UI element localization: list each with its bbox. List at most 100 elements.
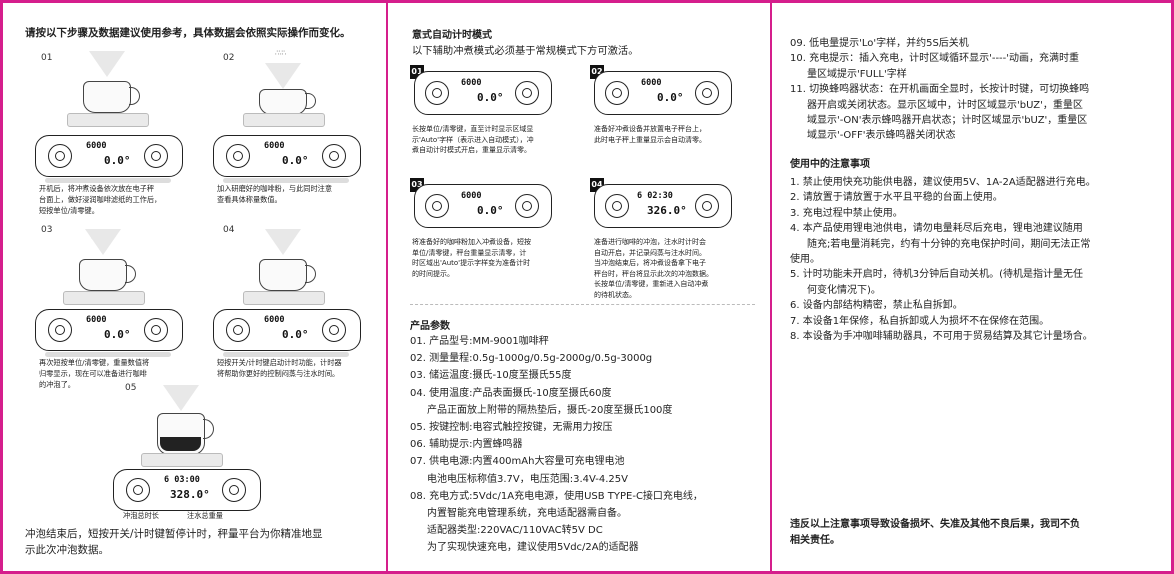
coffee-grounds-icon: ∴∵∴ <box>275 49 286 57</box>
power-timer-button-icon <box>695 194 719 218</box>
display-timer: 6000 <box>86 141 107 151</box>
device-shadow <box>223 352 349 357</box>
display-timer: 6000 <box>461 78 482 88</box>
unit-tare-button-icon <box>126 478 150 502</box>
display-weight: 0.0° <box>104 328 131 341</box>
spec-item-cont: 适配器类型:220VAC/110VAC转5V DC <box>427 525 603 537</box>
unit-tare-button-icon <box>226 144 250 168</box>
disclaimer: 违反以上注意事项导致设备损坏、失准及其他不良后果，我司不负 相关责任。 <box>790 519 1080 546</box>
step-caption: 短按开关/计时键启动计时功能，计时器 将帮助你更好的控制闷蒸与注水时间。 <box>217 358 342 378</box>
brewed-coffee-icon <box>160 437 201 451</box>
step-number: 03 <box>41 225 53 235</box>
scale-platform-icon <box>243 113 325 127</box>
step-caption: 加入研磨好的咖啡粉，与此同时注意 查看具体称量数值。 <box>217 184 333 204</box>
display-timer: 6 02:30 <box>637 191 673 201</box>
server-handle-icon <box>125 265 136 283</box>
unit-tare-button-icon <box>48 144 72 168</box>
display-weight: 0.0° <box>657 91 684 104</box>
spec-item: 06. 辅助提示:内置蜂鸣器 <box>410 439 523 451</box>
unit-tare-button-icon <box>605 194 629 218</box>
server-icon <box>79 259 127 291</box>
spec-item: 08. 充电方式:5Vdc/1A充电电源，使用USB TYPE-C接口充电线， <box>410 490 703 502</box>
mode-caption: 长按单位/清零键，直至计时显示区域显 示'Auto'字样（表示进入自动模式），冲… <box>412 125 534 154</box>
server-handle-icon <box>203 419 214 439</box>
server-icon <box>83 81 131 113</box>
scale-device: 6000 0.0° <box>35 309 183 351</box>
note-item: 7. 本设备1年保修，私自拆卸或人为损坏不在保修在范围。 <box>790 315 1050 327</box>
scale-device: 6000 0.0° <box>213 309 361 351</box>
spec-item-cont: 产品正面放上附带的隔热垫后，摄氏-20度至摄氏100度 <box>427 404 673 416</box>
note-item: 使用。 <box>790 254 820 266</box>
note-item: 5. 计时功能未开启时，待机3分钟后自动关机。(待机是指计量无任 <box>790 269 1083 281</box>
scale-platform-icon <box>243 291 325 305</box>
steps-title: 请按以下步骤及数据建议使用参考，具体数据会依照实际操作而变化。 <box>25 27 351 39</box>
border-top <box>0 0 1174 3</box>
scale-device: 6 02:30 326.0° <box>594 184 732 228</box>
power-timer-button-icon <box>515 81 539 105</box>
spec-item: 04. 使用温度:产品表面摄氏-10度至摄氏60度 <box>410 387 612 399</box>
note-item: 8. 本设备为手冲咖啡辅助器具，不可用于贸易结算及其它计量场合。 <box>790 331 1093 343</box>
unit-tare-button-icon <box>425 81 449 105</box>
server-handle-icon <box>305 93 316 109</box>
display-weight: 0.0° <box>477 91 504 104</box>
power-timer-button-icon <box>222 478 246 502</box>
display-weight: 0.0° <box>282 328 309 341</box>
dripper-icon <box>163 385 199 411</box>
device-shadow <box>45 352 171 357</box>
note-item-cont: 随充;若电量消耗完，约有十分钟的充电保护时间，期间无法正常 <box>807 238 1091 250</box>
dripper-icon <box>89 51 125 77</box>
spec-item: 10. 充电提示：插入充电，计时区域循环显示'----'动画，充满时重 <box>790 53 1080 65</box>
dripper-icon <box>265 229 301 255</box>
power-timer-button-icon <box>144 318 168 342</box>
panel-steps: 请按以下步骤及数据建议使用参考，具体数据会依照实际操作而变化。 01 6000 … <box>3 3 386 571</box>
step-number: 04 <box>223 225 235 235</box>
spec-item-cont: 域显示'-OFF'表示蜂鸣器关闭状态 <box>807 130 956 142</box>
label-total-time: 冲泡总时长 <box>123 511 159 520</box>
step-number: 02 <box>223 53 235 63</box>
specs-title: 产品参数 <box>410 321 450 332</box>
spec-item-cont: 量区域提示'FULL'字样 <box>807 68 907 80</box>
auto-mode-subtitle: 以下辅助冲煮模式必须基于常规模式下方可激活。 <box>412 45 639 57</box>
scale-device: 6000 0.0° <box>414 184 552 228</box>
spec-item: 07. 供电电源:内置400mAh大容量可充电锂电池 <box>410 456 625 468</box>
server-handle-icon <box>305 265 316 283</box>
spec-item-cont: 域显示'-ON'表示蜂鸣器开启状态；计时区域显示'bUZ'，重量区 <box>807 115 1088 127</box>
device-shadow <box>45 178 171 183</box>
display-timer: 6000 <box>86 315 107 325</box>
spec-item: 01. 产品型号:MM-9001咖啡秤 <box>410 336 549 347</box>
display-timer: 6000 <box>264 141 285 151</box>
power-timer-button-icon <box>515 194 539 218</box>
scale-device: 6000 0.0° <box>594 71 732 115</box>
server-icon <box>259 89 307 115</box>
power-timer-button-icon <box>695 81 719 105</box>
step-number: 05 <box>125 383 137 393</box>
panel-auto-mode: 意式自动计时模式 以下辅助冲煮模式必须基于常规模式下方可激活。 01 6000 … <box>388 3 770 571</box>
spec-item: 11. 切换蜂鸣器状态：在开机画面全显时，长按计时键，可切换蜂鸣 <box>790 84 1090 96</box>
scale-device: 6 03:00 328.0° <box>113 469 261 511</box>
display-timer: 6000 <box>461 191 482 201</box>
note-item: 6. 设备内部结构精密，禁止私自拆卸。 <box>790 300 963 312</box>
step-caption: 开机后，将冲煮设备依次放在电子秤 台面上，做好浸润咖啡滤纸的工作后， 短按单位/… <box>39 184 162 215</box>
server-icon <box>259 259 307 291</box>
server-handle-icon <box>129 87 140 105</box>
spec-item: 09. 低电量提示'Lo'字样，并约5S后关机 <box>790 38 969 49</box>
dripper-icon <box>85 229 121 255</box>
dripper-icon <box>265 63 301 89</box>
label-total-weight: 注水总重量 <box>187 511 223 520</box>
spec-item: 03. 储运温度:摄氏-10度至摄氏55度 <box>410 370 572 382</box>
unit-tare-button-icon <box>425 194 449 218</box>
border-bottom <box>0 571 1174 574</box>
power-timer-button-icon <box>322 144 346 168</box>
display-weight: 0.0° <box>477 204 504 217</box>
notes-list: 1. 禁止使用快充功能供电器，建议使用5V、1A-2A适配器进行充电。 2. 请… <box>790 175 1160 344</box>
auto-mode-title: 意式自动计时模式 <box>412 30 492 41</box>
panel-divider <box>770 0 772 574</box>
spec-item-cont: 为了实现快速充电，建议使用5Vdc/2A的适配器 <box>427 542 639 554</box>
scale-device: 6000 0.0° <box>414 71 552 115</box>
note-item-cont: 何变化情况下)。 <box>807 284 881 296</box>
scale-platform-icon <box>63 291 145 305</box>
spec-item: 02. 测量量程:0.5g-1000g/0.5g-2000g/0.5g-3000… <box>410 353 653 365</box>
display-weight: 326.0° <box>647 204 687 217</box>
display-weight: 0.0° <box>104 154 131 167</box>
note-item: 3. 充电过程中禁止使用。 <box>790 207 903 219</box>
